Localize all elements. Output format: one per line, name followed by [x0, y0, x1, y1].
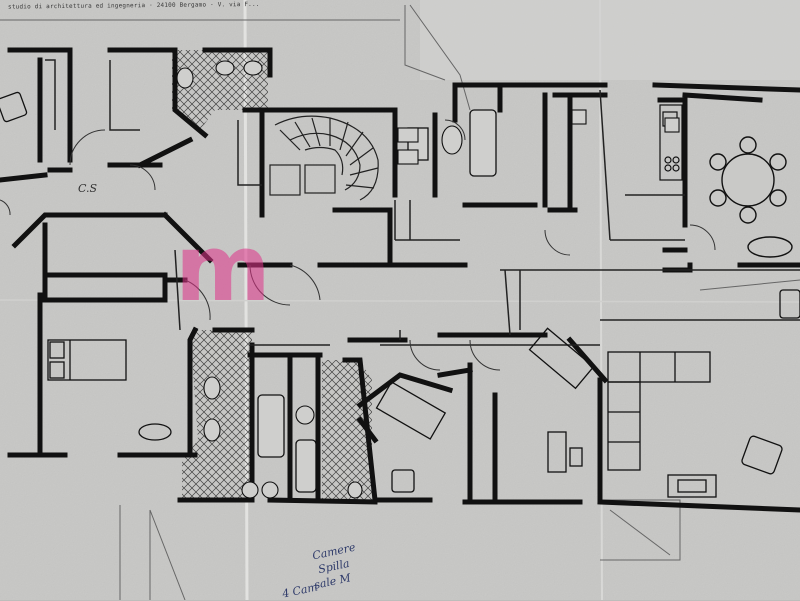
door-swings: [0, 119, 716, 371]
sanitary-fixtures: [176, 60, 680, 499]
single-bed-icon: [375, 327, 595, 473]
bathtub-icon: [257, 109, 497, 493]
room-label: C.S: [78, 182, 98, 195]
spiral-staircase: [269, 115, 379, 201]
double-bed-icon: [47, 339, 172, 441]
walls: [0, 47, 800, 513]
interior-partitions: [45, 59, 800, 346]
watermark-logo: m: [175, 215, 271, 322]
armchair-icon: [0, 91, 800, 493]
sofa-icon: [607, 351, 717, 498]
site-context-lines: [0, 4, 800, 600]
table-with-chairs-icon: [709, 136, 793, 258]
